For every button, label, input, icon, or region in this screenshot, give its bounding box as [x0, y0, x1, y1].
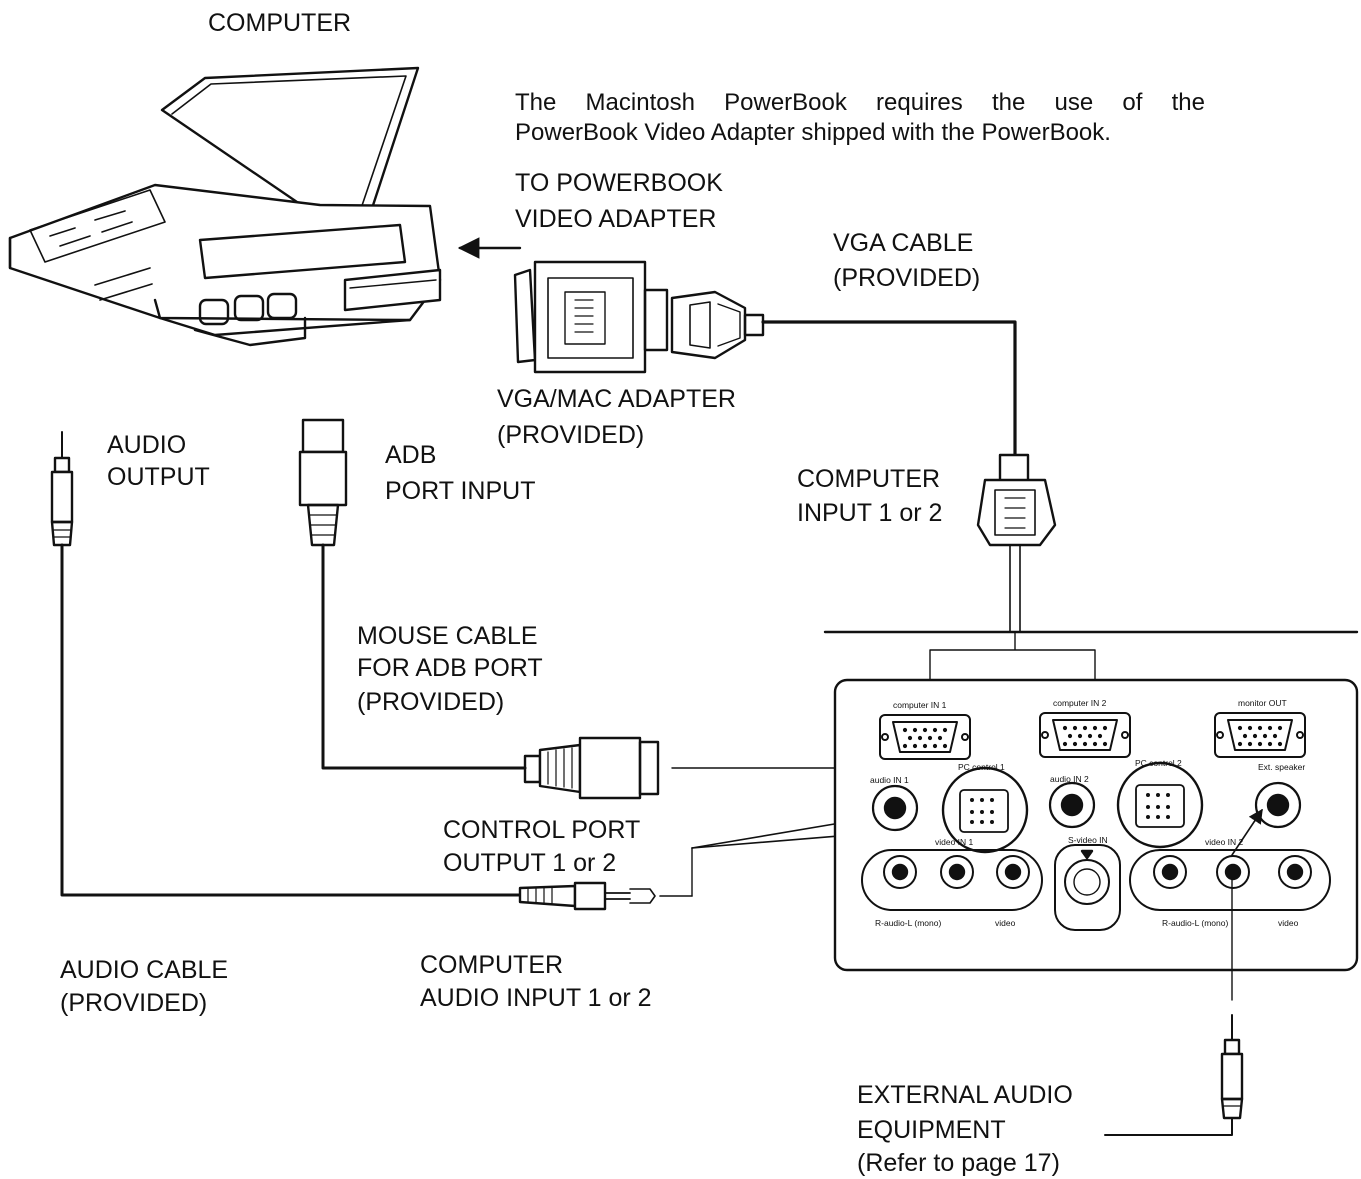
label-control-port-2: OUTPUT 1 or 2 [443, 849, 617, 877]
panel-label-computer-in-1: computer IN 1 [893, 700, 947, 710]
label-audio-output-2: OUTPUT [107, 463, 210, 491]
audio-cable [60, 543, 522, 897]
audio-plug-icon [518, 881, 693, 911]
control-plug-icon [523, 736, 660, 800]
label-adb-port-1: ADB [385, 441, 437, 469]
label-mouse-cable-2: FOR ADB PORT [357, 654, 543, 682]
laptop-icon [8, 66, 442, 347]
note-line-2: PowerBook Video Adapter shipped with the… [515, 119, 1111, 146]
note-line-1: The Macintosh PowerBook requires the use… [515, 89, 1205, 116]
panel-label-monitor-out: monitor OUT [1238, 698, 1287, 708]
label-external-audio-2: EQUIPMENT [857, 1116, 1006, 1144]
label-adb-port-2: PORT INPUT [385, 477, 536, 505]
audio-plug-icon [50, 431, 74, 547]
vga-plug-icon [670, 290, 765, 360]
label-external-audio-3: (Refer to page 17) [857, 1149, 1060, 1177]
vga-plug-icon [976, 453, 1057, 547]
panel-label-pc-control-1: PC control 1 [958, 762, 1005, 772]
label-audio-output-1: AUDIO [107, 431, 187, 459]
label-to-powerbook-2: VIDEO ADAPTER [515, 205, 717, 233]
label-vga-cable-2: (PROVIDED) [833, 264, 981, 292]
panel-label-video-in-2: video IN 2 [1205, 837, 1244, 847]
audio-plug-icon [1220, 1014, 1244, 1120]
powerbook-note: The Macintosh PowerBook requires the use… [515, 88, 1205, 148]
label-audio-cable-1: AUDIO CABLE [60, 956, 229, 984]
panel-label-ext-speaker: Ext. speaker [1258, 762, 1305, 772]
label-mouse-cable-1: MOUSE CABLE [357, 622, 538, 650]
label-computer-input-1: COMPUTER [797, 465, 941, 493]
mouse-cable [321, 543, 527, 770]
label-external-audio-1: EXTERNAL AUDIO [857, 1081, 1073, 1109]
adb-plug-icon [298, 418, 348, 547]
label-vga-mac-adapter-2: (PROVIDED) [497, 421, 645, 449]
panel-label-audio-in-2: audio IN 2 [1050, 774, 1089, 784]
vga-mac-adapter-icon [513, 260, 669, 374]
panel-label-pc-control-2: PC control 2 [1135, 758, 1182, 768]
panel-label-video-in-1: video IN 1 [935, 837, 974, 847]
label-computer-audio-2: AUDIO INPUT 1 or 2 [420, 984, 652, 1012]
panel-label-video-2: video [1278, 918, 1299, 928]
label-audio-cable-2: (PROVIDED) [60, 989, 208, 1017]
connector-panel-icon [833, 678, 1359, 972]
label-mouse-cable-3: (PROVIDED) [357, 688, 505, 716]
label-vga-mac-adapter-1: VGA/MAC ADAPTER [497, 385, 736, 413]
label-computer: COMPUTER [208, 9, 352, 37]
vga-cable [761, 320, 1017, 457]
panel-label-s-video-in: S-video IN [1068, 835, 1108, 845]
panel-label-r-audio-l-1: R-audio-L (mono) [875, 918, 941, 928]
panel-label-video-1: video [995, 918, 1016, 928]
panel-label-r-audio-l-2: R-audio-L (mono) [1162, 918, 1228, 928]
panel-label-audio-in-1: audio IN 1 [870, 775, 909, 785]
label-to-powerbook-1: TO POWERBOOK [515, 169, 723, 197]
label-control-port-1: CONTROL PORT [443, 816, 641, 844]
label-computer-audio-1: COMPUTER [420, 951, 564, 979]
label-vga-cable-1: VGA CABLE [833, 229, 974, 257]
panel-label-computer-in-2: computer IN 2 [1053, 698, 1107, 708]
label-computer-input-2: INPUT 1 or 2 [797, 499, 943, 527]
